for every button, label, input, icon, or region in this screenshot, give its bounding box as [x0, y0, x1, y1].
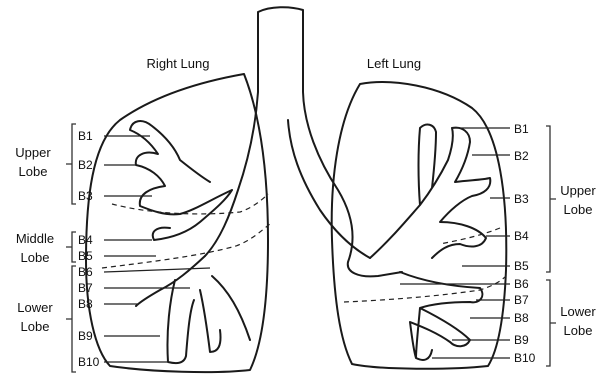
left-upper-bracket	[546, 126, 556, 272]
right-segment-b7: B7	[78, 281, 93, 295]
right-segment-b3: B3	[78, 189, 93, 203]
left-segment-b8: B8	[514, 311, 529, 325]
left-segment-b5: B5	[514, 259, 529, 273]
right-upper-lobe-label-1: Upper	[15, 145, 51, 160]
right-bronchial-tree	[130, 121, 250, 363]
left-segment-b3: B3	[514, 192, 529, 206]
left-segment-b1: B1	[514, 122, 529, 136]
left-leader-lines	[400, 128, 510, 358]
right-segment-b8: B8	[78, 297, 93, 311]
right-segment-b6: B6	[78, 265, 93, 279]
trachea-and-bronchi	[205, 7, 402, 276]
right-lung-outline	[86, 74, 268, 372]
right-segment-b4: B4	[78, 233, 93, 247]
left-lower-lobe-label-2: Lobe	[564, 323, 593, 338]
right-lower-lobe-label-2: Lobe	[21, 319, 50, 334]
right-segment-b5: B5	[78, 249, 93, 263]
left-segment-b10: B10	[514, 351, 536, 365]
left-upper-lobe-label-2: Lobe	[564, 202, 593, 217]
right-segment-b1: B1	[78, 129, 93, 143]
right-middle-lobe-label-1: Middle	[16, 231, 54, 246]
left-segment-b6: B6	[514, 277, 529, 291]
right-lung-title: Right Lung	[147, 56, 210, 71]
left-bronchial-tree	[370, 125, 490, 360]
left-lung-title: Left Lung	[367, 56, 421, 71]
right-lower-bracket	[66, 266, 76, 372]
left-segment-b7: B7	[514, 293, 529, 307]
left-upper-lobe-label-1: Upper	[560, 183, 596, 198]
left-lower-lobe-label-1: Lower	[560, 304, 596, 319]
right-lower-lobe-label-1: Lower	[17, 300, 53, 315]
left-segment-b2: B2	[514, 149, 529, 163]
left-lower-bracket	[546, 280, 556, 366]
right-segment-b9: B9	[78, 329, 93, 343]
right-middle-lobe-label-2: Lobe	[21, 250, 50, 265]
left-segment-b9: B9	[514, 333, 529, 347]
right-middle-bracket	[66, 232, 76, 262]
left-segment-b4: B4	[514, 229, 529, 243]
right-upper-bracket	[66, 124, 76, 204]
right-segment-b10: B10	[78, 355, 100, 369]
right-upper-lobe-label-2: Lobe	[19, 164, 48, 179]
right-segment-b2: B2	[78, 158, 93, 172]
